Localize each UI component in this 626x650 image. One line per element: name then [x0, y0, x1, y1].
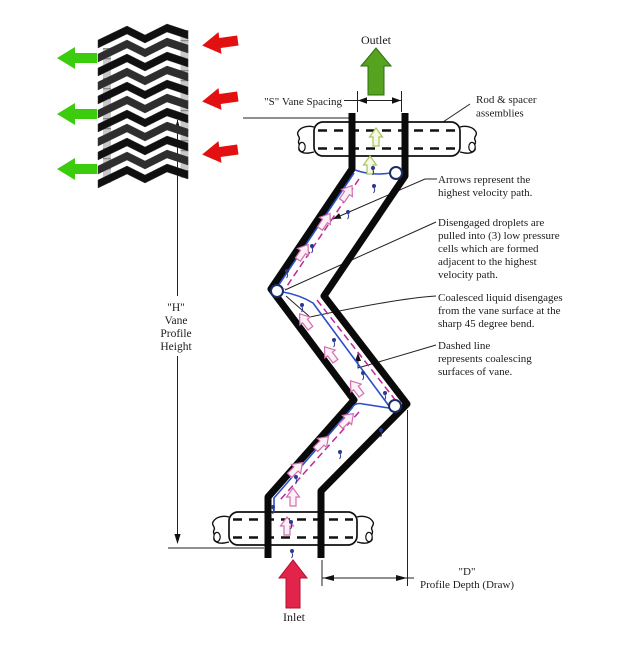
svg-text:Profile: Profile: [160, 328, 191, 340]
svg-text:Dashed line: Dashed line: [438, 340, 490, 352]
pack-inflow-arrows: [202, 32, 239, 163]
vane-wall-left: [264, 113, 358, 558]
pack-green-arrow-icon: [57, 47, 97, 69]
profile-height-label: "H" Vane Profile Height: [160, 302, 192, 353]
svg-text:highest velocity path.: highest velocity path.: [438, 187, 533, 199]
pack-red-arrow-icon: [202, 88, 239, 110]
inlet-arrow-icon: [277, 559, 309, 609]
annotation-droplets: Disengaged droplets are pulled into (3) …: [438, 217, 560, 281]
svg-text:Vane: Vane: [165, 315, 188, 327]
rod-spacer-assembly-top: [296, 121, 478, 157]
svg-text:pulled into (3) low pressure: pulled into (3) low pressure: [438, 230, 560, 242]
low-pressure-cells: [270, 166, 403, 413]
svg-text:assemblies: assemblies: [476, 108, 524, 120]
profile-depth-label: "D" Profile Depth (Draw): [420, 566, 514, 591]
droplets-leader: [284, 221, 437, 291]
vane-pack-illustration: [57, 23, 239, 189]
pack-red-arrow-icon: [202, 141, 239, 163]
svg-text:Disengaged droplets are: Disengaged droplets are: [438, 217, 544, 229]
svg-text:surfaces of vane.: surfaces of vane.: [438, 366, 512, 378]
svg-text:"H": "H": [167, 302, 185, 314]
svg-text:"D": "D": [459, 566, 476, 578]
low-pressure-cell-3: [388, 399, 402, 413]
svg-text:from the vane surface at the: from the vane surface at the: [438, 305, 561, 317]
outlet-label: Outlet: [361, 33, 392, 47]
annotation-velocity: Arrows represent the highest velocity pa…: [438, 174, 533, 199]
svg-text:Coalesced liquid disengages: Coalesced liquid disengages: [438, 292, 563, 304]
coalesced-leader: [285, 295, 437, 318]
low-pressure-cell-2: [270, 284, 284, 298]
rod-spacer-label: Rod & spacer assemblies: [476, 94, 537, 120]
svg-text:Arrows represent the: Arrows represent the: [438, 174, 530, 186]
pack-outflow-arrows: [57, 47, 97, 180]
pack-green-arrow-icon: [57, 103, 97, 125]
svg-text:velocity path.: velocity path.: [438, 269, 498, 281]
coalescing-blue-line: [273, 169, 391, 512]
annotation-coalesced: Coalesced liquid disengages from the van…: [438, 292, 563, 330]
vane-spacing-label: "S" Vane Spacing: [264, 96, 342, 108]
svg-text:cells which are formed: cells which are formed: [438, 243, 539, 255]
svg-text:adjacent to the highest: adjacent to the highest: [438, 256, 537, 268]
pack-vane-plates: [97, 23, 189, 189]
vane-wall-right: [317, 113, 411, 558]
svg-text:Profile Depth (Draw): Profile Depth (Draw): [420, 579, 514, 591]
svg-text:Height: Height: [160, 341, 192, 353]
rod-spacer-assembly-bottom: [211, 511, 375, 546]
vane-profile-walls: [264, 113, 411, 558]
pack-green-arrow-icon: [57, 158, 97, 180]
annotation-dashed-line: Dashed line represents coalescing surfac…: [438, 340, 532, 378]
low-pressure-cell-1: [389, 166, 403, 180]
inlet-label: Inlet: [283, 610, 306, 624]
pack-red-arrow-icon: [202, 32, 239, 54]
svg-text:represents coalescing: represents coalescing: [438, 353, 532, 365]
outlet-arrow-icon: [359, 47, 393, 96]
dimension-lines: [168, 91, 471, 586]
dashed-line-leader: [355, 344, 437, 369]
svg-text:sharp 45 degree bend.: sharp 45 degree bend.: [438, 318, 535, 330]
velocity-leader: [332, 178, 437, 220]
svg-text:Rod & spacer: Rod & spacer: [476, 94, 537, 106]
rod-spacer-leader: [442, 103, 471, 123]
